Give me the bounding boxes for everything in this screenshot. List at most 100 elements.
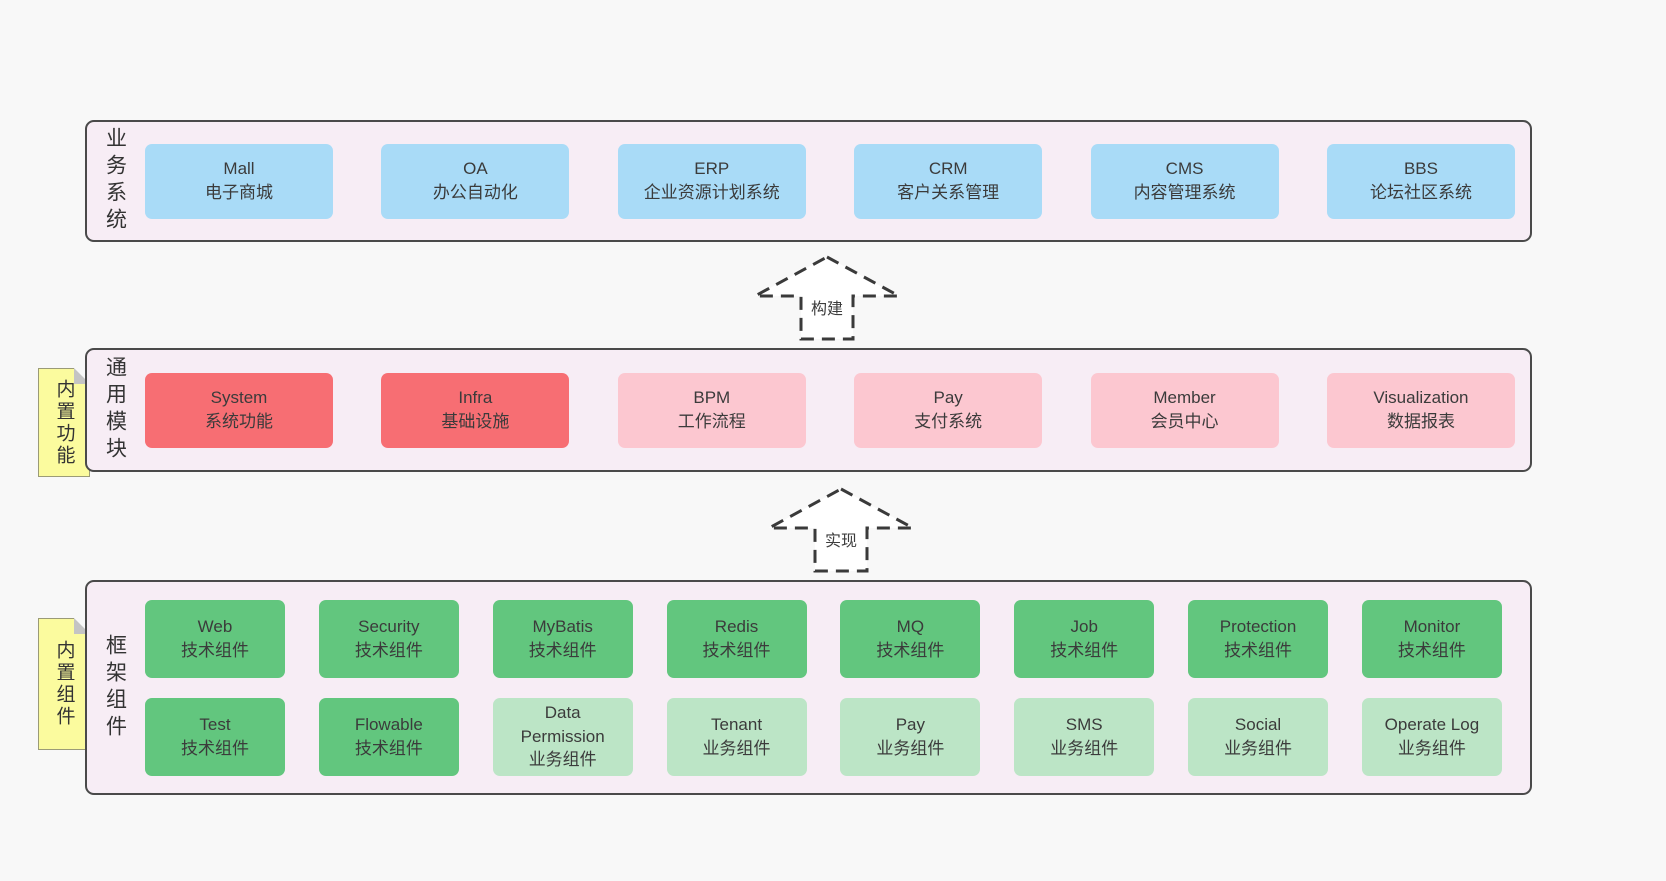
layer-title: 框架组件 [103,633,127,742]
box-subtitle: 系统功能 [205,412,273,431]
box-erp: ERP 企业资源计划系统 [617,143,806,219]
arrow-label: 实现 [821,526,861,552]
box-title: Flowable [354,714,423,734]
box-infra: Infra 基础设施 [381,372,570,448]
box-sms: SMS 业务组件 [1014,697,1155,776]
box-subtitle: 业务组件 [1224,738,1293,758]
box-subtitle: 技术组件 [181,640,249,660]
box-title: Job [1070,616,1098,636]
layer-title-column: 业务系统 [87,122,143,240]
box-title: Security [358,616,420,636]
box-subtitle: 技术组件 [1224,640,1293,660]
box-member: Member 会员中心 [1090,372,1279,448]
box-title: Test [199,714,231,734]
box-title: Pay [895,714,926,734]
box-title: Protection [1219,616,1297,636]
box-title: OA [463,159,488,179]
box-pay: Pay 业务组件 [840,697,981,776]
box-title: System [210,388,268,408]
box-title: Tenant [711,714,763,734]
box-subtitle: 企业资源计划系统 [643,183,780,202]
box-job: Job 技术组件 [1014,599,1155,678]
box-subtitle: 基础设施 [441,412,510,431]
box-protection: Protection 技术组件 [1188,599,1329,678]
box-title: Social [1234,714,1282,734]
box-tenant: Tenant 业务组件 [666,697,807,776]
layer-common-modules: 通用模块 System 系统功能 Infra 基础设施 BPM 工作流程 Pay 支付系统 Me… [85,348,1532,472]
arrow-build: 构建 [752,254,902,342]
layer-title: 业务系统 [103,127,127,235]
box-title: SMS [1065,714,1103,734]
layer-title-column: 通用模块 [87,350,143,470]
box-subtitle: 技术组件 [354,738,423,758]
box-cms: CMS 内容管理系统 [1090,143,1279,219]
box-subtitle: 会员中心 [1150,412,1219,431]
box-title: Monitor [1403,616,1461,636]
box-title: BPM [693,388,731,408]
box-subtitle: 内容管理系统 [1133,183,1236,202]
box-redis: Redis 技术组件 [666,599,807,678]
sticky-note-builtin-functions: 内置功能 [38,368,90,477]
box-subtitle: 支付系统 [914,412,983,431]
box-subtitle: 电子商城 [205,183,273,202]
box-data-permission: Data Permission 业务组件 [492,697,633,776]
box-row: System 系统功能 Infra 基础设施 BPM 工作流程 Pay 支付系统 Member 会… [145,372,1515,448]
box-oa: OA 办公自动化 [381,143,570,219]
box-monitor: Monitor 技术组件 [1361,599,1502,678]
box-title: Visualization [1373,388,1469,408]
box-mall: Mall 电子商城 [145,143,333,219]
box-subtitle: 技术组件 [876,640,945,660]
box-subtitle: 办公自动化 [432,183,518,202]
box-subtitle: 技术组件 [1397,640,1466,660]
box-social: Social 业务组件 [1188,697,1329,776]
box-subtitle: 业务组件 [528,750,597,770]
box-web: Web 技术组件 [145,599,285,678]
box-subtitle: 论坛社区系统 [1369,183,1472,202]
common-modules-boxes: System 系统功能 Infra 基础设施 BPM 工作流程 Pay 支付系统 Member 会… [143,350,1530,470]
box-title: Mall [223,159,255,179]
box-title: Infra [458,388,493,408]
box-subtitle: 业务组件 [1050,738,1119,758]
box-subtitle: 数据报表 [1386,412,1455,431]
box-system: System 系统功能 [145,372,333,448]
box-title: Web [197,616,233,636]
box-subtitle: 工作流程 [677,412,746,431]
box-title: Member [1153,388,1216,408]
box-title: Data Permission [520,702,605,746]
box-test: Test 技术组件 [145,697,285,776]
box-title: Redis [714,616,759,636]
layer-title-column: 框架组件 [87,582,143,793]
box-mq: MQ 技术组件 [840,599,981,678]
box-subtitle: 技术组件 [702,640,771,660]
box-title: CRM [928,159,968,179]
box-title: CMS [1165,159,1204,179]
box-subtitle: 技术组件 [1050,640,1119,660]
note-label: 内置组件 [53,640,75,728]
sticky-note-builtin-components: 内置组件 [38,618,90,750]
box-subtitle: 技术组件 [181,738,249,758]
box-title: MQ [896,616,925,636]
box-flowable: Flowable 技术组件 [318,697,459,776]
box-subtitle: 业务组件 [702,738,771,758]
box-visualization: Visualization 数据报表 [1326,372,1515,448]
note-label: 内置功能 [53,378,75,467]
box-title: MyBatis [532,616,593,636]
box-pay: Pay 支付系统 [854,372,1043,448]
box-title: ERP [694,159,730,179]
box-title: Operate Log [1384,714,1480,734]
arrow-label: 构建 [807,294,847,320]
box-title: Pay [933,388,963,408]
layer-title: 通用模块 [103,356,127,464]
box-subtitle: 业务组件 [876,738,945,758]
